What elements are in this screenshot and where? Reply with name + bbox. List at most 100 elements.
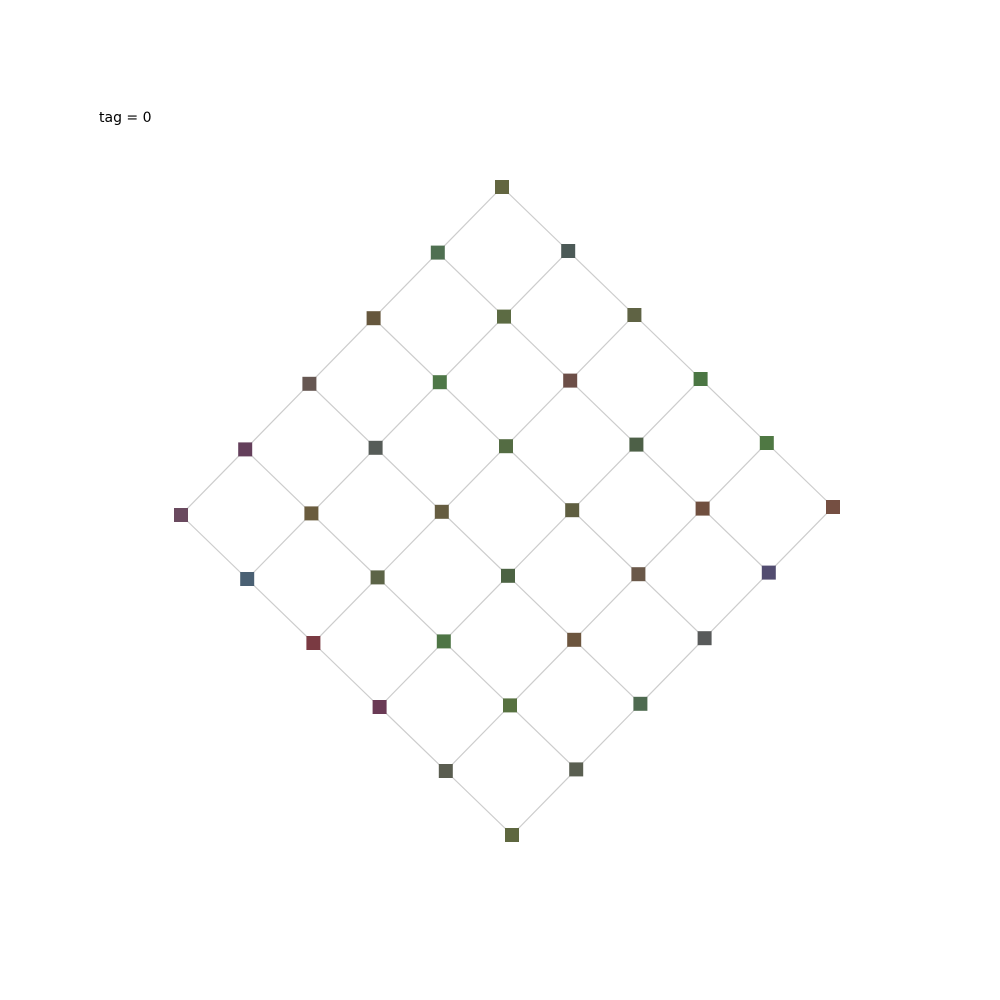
lattice-edge-2-2-right: [505, 445, 573, 511]
lattice-edge-1-3-right: [635, 444, 704, 510]
lattice-edge-1-4-down: [637, 508, 704, 575]
lattice-edge-2-3-down: [507, 509, 573, 577]
lattice-edge-3-4-right: [573, 639, 641, 705]
lattice-edge-2-0-right: [373, 317, 441, 383]
lattice-edge-1-0-down: [373, 252, 439, 319]
lattice-node-5-2: [306, 636, 321, 650]
lattice-edge-2-0-down: [308, 317, 375, 385]
lattice-edge-5-0-right: [180, 514, 248, 580]
lattice-edge-2-3-right: [571, 509, 639, 575]
lattice-edge-1-0-right: [437, 252, 505, 318]
lattice-edge-0-1-down: [503, 250, 569, 318]
lattice-edge-3-2-down: [377, 511, 443, 578]
lattice-edge-0-3-right: [700, 378, 768, 444]
lattice-edge-3-1-down: [310, 447, 377, 514]
lattice-edge-0-5-down: [768, 506, 834, 574]
lattice-edge-1-4-right: [702, 508, 770, 574]
lattice-node-1-1: [497, 309, 511, 324]
lattice-edge-4-0-right: [244, 448, 312, 514]
lattice-node-1-2: [563, 373, 578, 388]
lattice-node-4-2: [370, 570, 385, 585]
lattice-edge-2-5-down: [639, 637, 706, 705]
lattice-edge-2-1-right: [439, 381, 507, 447]
lattice-node-0-5: [826, 500, 840, 514]
lattice-edge-3-4-down: [509, 639, 575, 706]
lattice-node-1-5: [761, 565, 776, 580]
lattice-node-1-3: [629, 437, 644, 452]
lattice-edge-4-4-down: [445, 704, 511, 772]
lattice-node-0-0: [495, 180, 509, 194]
lattice-edge-5-3-right: [379, 706, 447, 772]
lattice-edge-0-0-right: [501, 186, 569, 252]
lattice-edge-0-2-down: [569, 314, 635, 382]
lattice-edge-4-4-right: [509, 704, 577, 770]
lattice-node-3-5: [633, 696, 648, 711]
lattice-node-2-5: [697, 631, 712, 646]
lattice-node-4-3: [436, 634, 451, 649]
lattice-edge-4-2-right: [377, 576, 445, 642]
lattice-node-4-5: [569, 762, 584, 777]
lattice-edge-3-2-right: [441, 511, 509, 577]
lattice-node-5-0: [174, 508, 188, 522]
lattice-edge-3-3-down: [443, 575, 509, 642]
lattice-edge-4-0-down: [180, 448, 246, 516]
lattice-edge-4-1-down: [246, 512, 312, 580]
lattice-edge-0-4-down: [702, 442, 768, 510]
lattice-node-2-3: [565, 503, 580, 518]
lattice-edge-0-4-right: [766, 442, 834, 508]
lattice-edge-3-3-right: [507, 575, 575, 641]
tag-label: tag = 0: [99, 110, 152, 126]
lattice-node-3-1: [368, 440, 383, 455]
lattice-node-0-3: [693, 372, 708, 386]
lattice-node-3-2: [434, 504, 449, 519]
lattice-nodes: [174, 180, 840, 842]
lattice-edge-5-4-right: [445, 770, 513, 836]
lattice-edge-1-2-down: [505, 380, 571, 447]
lattice-node-2-2: [499, 439, 513, 454]
lattice-edge-2-4-down: [573, 573, 639, 641]
lattice-edge-4-3-right: [443, 640, 511, 706]
lattice-edge-4-2-down: [312, 576, 379, 644]
lattice-edge-5-2-right: [312, 642, 381, 708]
lattice-node-3-3: [501, 568, 515, 583]
lattice-node-4-0: [238, 442, 253, 457]
lattice-edge-4-5-down: [511, 768, 577, 836]
lattice-node-3-0: [302, 376, 317, 391]
lattice-edge-3-1-right: [375, 447, 443, 513]
lattice-edge-1-5-down: [704, 572, 770, 639]
lattice-node-3-4: [567, 632, 582, 647]
lattice-node-4-1: [304, 506, 319, 521]
lattice-node-5-5: [505, 828, 519, 842]
lattice-node-5-4: [438, 764, 453, 778]
lattice-edge-5-1-right: [246, 578, 314, 644]
lattice-edge-4-3-down: [379, 640, 445, 708]
lattice-edge-3-0-right: [308, 383, 377, 449]
lattice-node-4-4: [503, 698, 517, 713]
lattice-node-5-3: [372, 700, 387, 714]
lattice-edge-0-1-right: [567, 250, 635, 316]
lattice-edge-0-3-down: [635, 378, 702, 446]
lattice-node-5-1: [240, 572, 255, 586]
lattice-node-0-1: [561, 244, 576, 258]
lattice-node-0-2: [627, 308, 642, 322]
lattice-node-0-4: [759, 436, 774, 450]
lattice-edge-2-1-down: [375, 381, 441, 449]
lattice-edge-1-2-right: [569, 380, 637, 446]
lattice-node-2-1: [432, 375, 447, 390]
lattice-edge-1-3-down: [571, 444, 637, 511]
lattice-node-1-0: [430, 245, 445, 260]
lattice-node-2-0: [366, 311, 381, 326]
lattice-node-2-4: [631, 567, 646, 582]
lattice-edge-2-4-right: [637, 573, 706, 639]
lattice-edge-3-0-down: [244, 383, 310, 450]
lattice-edge-1-1-right: [503, 316, 571, 382]
lattice-edge-3-5-down: [575, 703, 641, 770]
lattice-edge-4-1-right: [310, 512, 379, 578]
lattice-edge-2-2-down: [441, 445, 507, 513]
lattice-edge-1-1-down: [439, 316, 505, 383]
lattice-edge-0-0-down: [437, 186, 503, 254]
lattice-edges: [180, 186, 834, 836]
lattice-node-1-4: [695, 501, 710, 516]
